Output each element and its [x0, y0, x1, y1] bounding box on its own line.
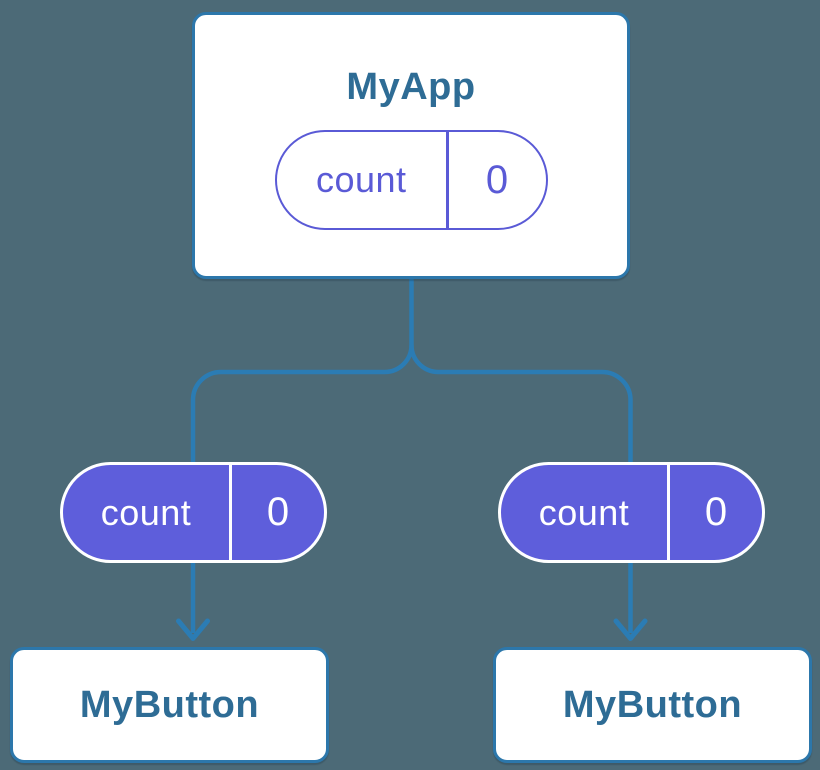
prop-pill-right: count 0 [498, 462, 765, 563]
prop-value-label: 0 [266, 490, 290, 534]
connector-right-branch [409, 344, 633, 463]
prop-value-label: 0 [704, 490, 728, 534]
arrowhead-left [176, 618, 210, 641]
mybutton-component-card-left: MyButton [10, 647, 329, 763]
pill-divider [229, 465, 232, 560]
mybutton-title-left: MyButton [79, 684, 260, 726]
prop-name-label: count [100, 491, 192, 533]
myapp-state-pill: count 0 [274, 130, 548, 230]
prop-name-label: count [538, 491, 630, 533]
pill-divider [667, 465, 670, 560]
state-value-label: 0 [485, 157, 509, 202]
mybutton-component-card-right: MyButton [493, 647, 812, 763]
myapp-component-card: MyApp count 0 [192, 12, 630, 279]
connector-trunk-left-branch [190, 279, 414, 463]
mybutton-title-right: MyButton [562, 684, 743, 726]
prop-pill-left: count 0 [60, 462, 327, 563]
myapp-title: MyApp [346, 66, 476, 108]
arrowhead-right [613, 618, 648, 641]
state-name-label: count [315, 159, 407, 200]
pill-divider [446, 132, 449, 228]
